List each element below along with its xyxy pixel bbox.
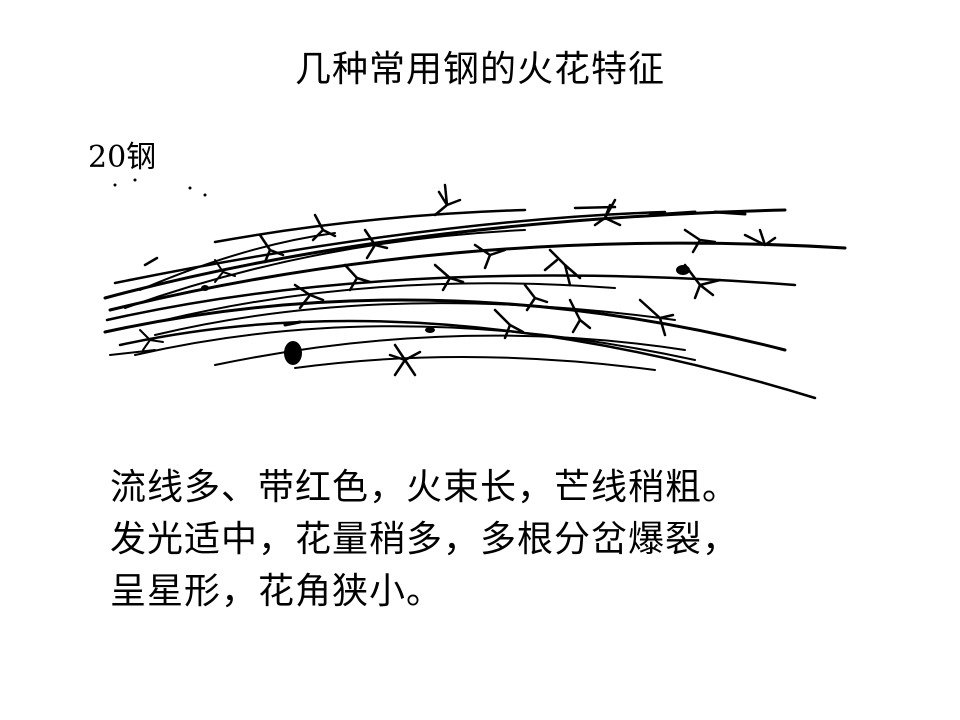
spark-blob [284,341,302,365]
spark-burst [683,228,717,254]
streamline [139,232,336,291]
spark-burst [473,243,507,270]
spark-burst [433,263,465,292]
spark-burst [568,298,592,334]
streamline [108,241,847,312]
spark-burst [543,248,582,287]
spark-blob [188,186,192,190]
streamline-fragment [109,349,156,356]
streamline [154,302,676,336]
description-line: 呈星形，花角狭小。 [110,571,444,612]
streamline [214,334,686,366]
spark-burst [593,198,622,227]
spark-blob [676,265,690,275]
spark-burst [363,228,389,260]
streamline [105,274,797,322]
spark-burst [433,183,462,217]
spark-burst [388,343,422,377]
spark-burst [683,263,722,300]
streamline [118,319,817,400]
streamline [213,208,527,244]
streamline [134,325,696,361]
slide-title: 几种常用钢的火花特征 [294,49,665,90]
streamline-fragment [143,256,159,267]
spark-burst [493,308,525,340]
streamline [164,282,616,321]
streamline [103,298,787,352]
spark-stream-illustration [103,178,847,400]
streamline-fragment [648,210,697,217]
spark-burst [293,283,325,310]
description-line: 发光适中，花量稍多，多根分岔爆裂， [110,519,740,560]
streamline-fragment [283,320,302,327]
spark-blob [201,285,209,291]
streamline [124,229,526,309]
spark-blob [203,193,207,197]
steel-grade-label: 20钢 [88,140,157,175]
streamline [294,356,656,371]
spark-blob [113,183,117,187]
spark-burst [139,329,164,351]
spark-burst [523,283,549,312]
spark-burst [343,263,372,292]
spark-burst [743,228,777,247]
streamline [113,210,667,285]
spark-description: 流线多、带红色，火束长，芒线稍粗。 发光适中，花量稍多，多根分岔爆裂， 呈星形，… [110,462,870,618]
streamline-fragment [713,210,747,216]
spark-blob [133,178,137,182]
spark-burst [258,233,285,264]
spark-burst [311,213,337,242]
description-line: 流线多、带红色，火束长，芒线稍粗。 [110,467,740,508]
spark-burst [214,259,236,283]
spark-blob [425,327,435,333]
spark-burst [638,298,675,337]
